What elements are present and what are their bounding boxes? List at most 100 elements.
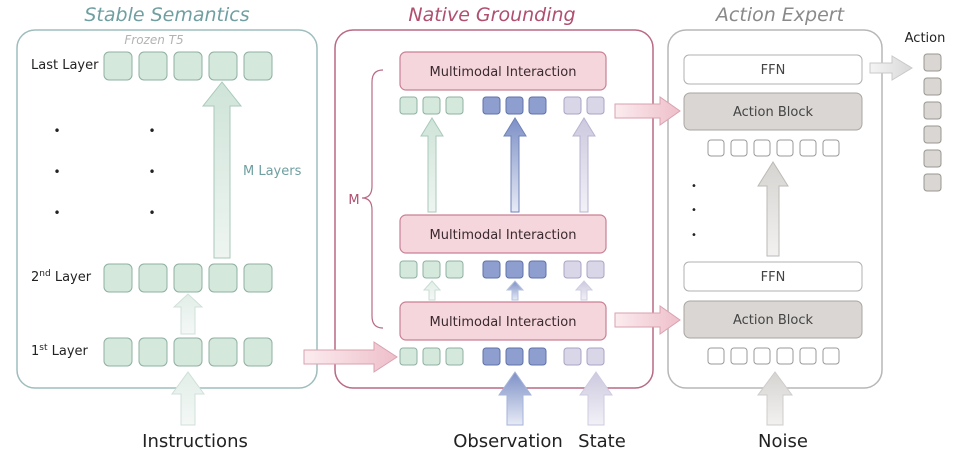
observation-stream-arrow	[503, 117, 527, 213]
ellipsis-dot: •	[691, 181, 697, 192]
native-grounding-title: Native Grounding	[408, 4, 575, 26]
action-token	[923, 77, 942, 96]
noise-token	[753, 347, 771, 365]
ellipsis-dot: •	[148, 206, 155, 220]
noise-token	[753, 139, 771, 157]
noise-token	[730, 347, 748, 365]
noise-token	[730, 139, 748, 157]
action-expert-title: Action Expert	[714, 4, 846, 26]
ellipsis-dot: •	[53, 165, 60, 179]
text-token	[399, 347, 418, 366]
ffn-label: FFN	[761, 63, 786, 78]
t5-token	[138, 51, 168, 81]
text-token	[422, 347, 441, 366]
ellipsis-dot: •	[53, 124, 60, 138]
multimodal-interaction-block-middle	[399, 214, 607, 254]
multimodal-interaction-label: Multimodal Interaction	[430, 315, 577, 330]
second-layer-tokens	[103, 263, 273, 293]
t5-token	[243, 51, 273, 81]
action-output-label: Action	[905, 31, 946, 46]
t5-token	[103, 337, 133, 367]
action-block-top	[683, 92, 863, 131]
observation-token	[505, 260, 524, 279]
frozen-t5-label: Frozen T5	[124, 33, 183, 47]
action-ellipsis: • • •	[691, 181, 697, 241]
action-block-bottom	[683, 300, 863, 339]
state-token	[586, 260, 605, 279]
observation-token	[528, 96, 547, 115]
t5-token	[208, 263, 238, 293]
text-token	[445, 96, 464, 115]
state-short-arrow	[574, 280, 594, 301]
stable-semantics-title: Stable Semantics	[84, 4, 249, 26]
t5-token	[243, 263, 273, 293]
m-layers-arrow	[201, 81, 243, 259]
t5-token	[103, 51, 133, 81]
grounding-tokens-middle	[399, 260, 605, 279]
observation-token	[482, 347, 501, 366]
state-token	[586, 347, 605, 366]
ellipsis-dot: •	[53, 206, 60, 220]
action-token	[923, 149, 942, 168]
last-layer-tokens	[103, 51, 273, 81]
text-stream-arrow	[420, 117, 444, 213]
t5-token	[173, 51, 203, 81]
t5-token	[173, 337, 203, 367]
observation-token	[482, 96, 501, 115]
action-block-label: Action Block	[733, 105, 813, 120]
action-token	[923, 101, 942, 120]
noise-token	[822, 347, 840, 365]
action-tokens-top	[707, 139, 840, 157]
state-token	[586, 96, 605, 115]
ffn-block-bottom	[683, 261, 863, 292]
text-token	[422, 96, 441, 115]
action-output-tokens	[923, 53, 942, 192]
t5-token	[138, 263, 168, 293]
instructions-arrow	[171, 371, 205, 426]
t5-token	[243, 337, 273, 367]
multimodal-interaction-block-top	[399, 51, 607, 91]
m-brace	[361, 69, 384, 329]
text-short-arrow	[422, 280, 442, 301]
second-layer-label: 2nd Layer	[31, 269, 92, 285]
observation-token	[505, 96, 524, 115]
state-token	[563, 260, 582, 279]
action-tokens-bottom	[707, 347, 840, 365]
noise-token	[707, 347, 725, 365]
observation-token	[528, 260, 547, 279]
first-layer-label: 1st Layer	[31, 343, 89, 359]
multimodal-interaction-label: Multimodal Interaction	[430, 228, 577, 243]
observation-label: Observation	[453, 431, 563, 452]
grounding-tokens-top	[399, 96, 605, 115]
ellipsis-dot: •	[691, 205, 697, 216]
state-token	[563, 347, 582, 366]
noise-token	[799, 347, 817, 365]
observation-input-arrow	[498, 371, 532, 426]
ellipsis-dot: •	[691, 230, 697, 241]
observation-token	[528, 347, 547, 366]
layer-ellipsis: • • • • • •	[53, 124, 155, 220]
t5-to-grounding-arrow	[303, 341, 398, 373]
state-input-arrow	[579, 371, 613, 426]
instructions-label: Instructions	[142, 431, 248, 452]
text-token	[422, 260, 441, 279]
first-to-second-arrow	[172, 293, 204, 335]
multimodal-interaction-block-bottom	[399, 301, 607, 341]
noise-token	[776, 139, 794, 157]
output-arrow	[869, 55, 913, 81]
text-token	[399, 96, 418, 115]
observation-token	[482, 260, 501, 279]
text-token	[445, 260, 464, 279]
first-layer-tokens	[103, 337, 273, 367]
ffn-label: FFN	[761, 270, 786, 285]
state-stream-arrow	[572, 117, 596, 213]
grounding-tokens-bottom	[399, 347, 605, 366]
action-token	[923, 53, 942, 72]
m-layers-label: M Layers	[243, 164, 302, 179]
native-grounding-panel	[334, 29, 654, 389]
last-layer-label: Last Layer	[31, 58, 99, 73]
m-brace-label: M	[348, 193, 359, 208]
ffn-block-top	[683, 54, 863, 85]
noise-token	[776, 347, 794, 365]
